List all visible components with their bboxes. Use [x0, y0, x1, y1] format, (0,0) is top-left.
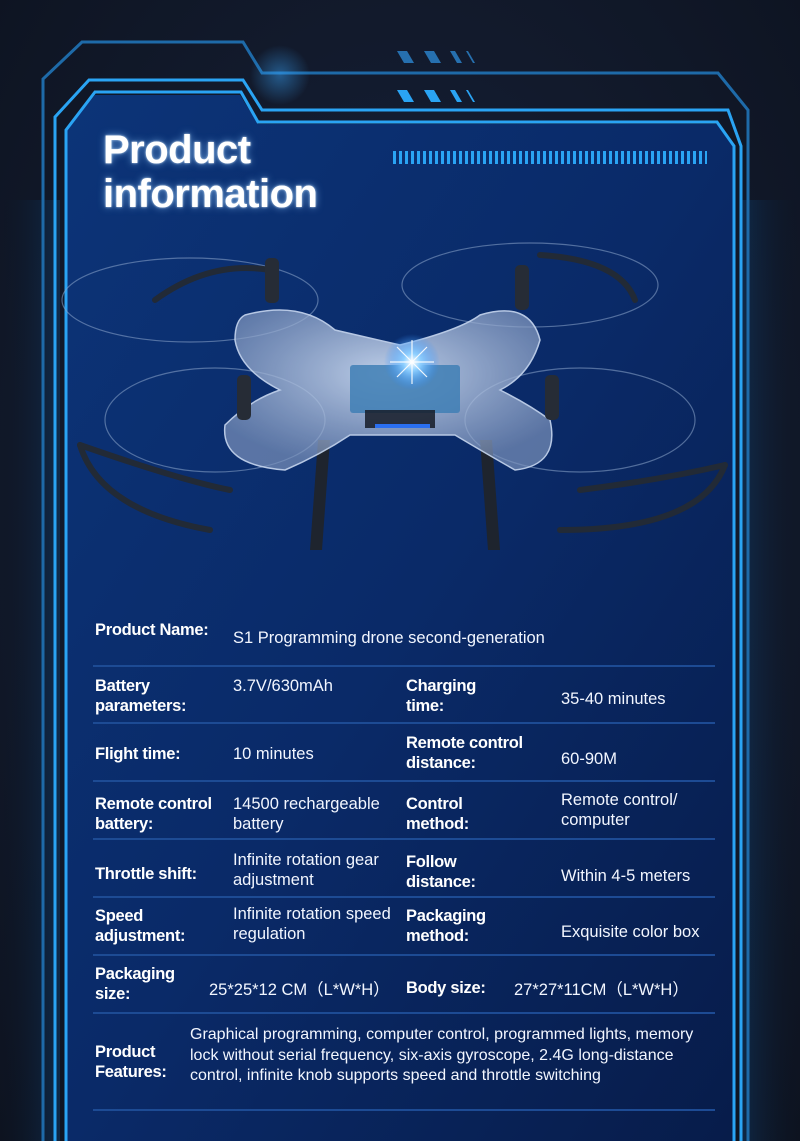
spec-row-flight-distance: Flight time: 10 minutes Remote control d… — [93, 724, 715, 782]
spec-value: 14500 rechargeable battery — [233, 795, 380, 833]
spec-row-features: Product Features: Graphical programming,… — [93, 1014, 715, 1111]
spec-label: Product Name: — [95, 621, 209, 639]
spec-value: Infinite rotation gear adjustment — [233, 851, 379, 889]
spec-table: Product Name: S1 Programming drone secon… — [93, 610, 715, 1111]
spec-value: S1 Programming drone second-generation — [233, 629, 545, 647]
spec-value: Graphical programming, computer control,… — [190, 1026, 694, 1084]
spec-value: Exquisite color box — [561, 923, 700, 941]
spec-label: Battery parameters: — [95, 677, 187, 715]
spec-value: 10 minutes — [233, 745, 314, 763]
spec-row-sizes: Packaging size: 25*25*12 CM（L*W*H） Body … — [93, 956, 715, 1014]
spec-value: Within 4-5 meters — [561, 867, 691, 885]
spec-label: Charging time: — [406, 677, 477, 715]
spec-value: 27*27*11CM（L*W*H） — [514, 981, 689, 999]
title-line-1: Product — [103, 128, 251, 172]
spec-row-throttle-follow: Throttle shift: Infinite rotation gear a… — [93, 840, 715, 898]
spec-row-rc-battery-control: Remote control battery: 14500 rechargeab… — [93, 782, 715, 840]
spec-label: Speed adjustment: — [95, 907, 186, 945]
spec-row-battery-charging: Battery parameters: 3.7V/630mAh Charging… — [93, 667, 715, 724]
spec-value: Infinite rotation speed regulation — [233, 905, 391, 943]
spec-value: 3.7V/630mAh — [233, 677, 333, 695]
spec-label: Product Features: — [95, 1043, 167, 1081]
spec-label: Packaging method: — [406, 907, 486, 945]
spec-label: Body size: — [406, 979, 486, 997]
spec-label: Throttle shift: — [95, 865, 197, 883]
spec-label: Follow distance: — [406, 853, 476, 891]
spec-row-speed-packaging: Speed adjustment: Infinite rotation spee… — [93, 898, 715, 956]
spec-value: Remote control/ computer — [561, 791, 678, 829]
spec-row-product-name: Product Name: S1 Programming drone secon… — [93, 610, 715, 667]
spec-label: Remote control battery: — [95, 795, 212, 833]
spec-value: 25*25*12 CM（L*W*H） — [209, 981, 390, 999]
spec-value: 35-40 minutes — [561, 690, 666, 708]
decorative-tick-bar — [393, 151, 707, 164]
spec-label: Packaging size: — [95, 965, 175, 1003]
page-title: Product information — [103, 128, 318, 216]
title-line-2: information — [103, 172, 318, 216]
spec-label: Flight time: — [95, 745, 181, 763]
drone-icon — [61, 242, 728, 550]
spec-value: 60-90M — [561, 750, 617, 768]
spec-label: Control method: — [406, 795, 469, 833]
spec-label: Remote control distance: — [406, 734, 523, 772]
